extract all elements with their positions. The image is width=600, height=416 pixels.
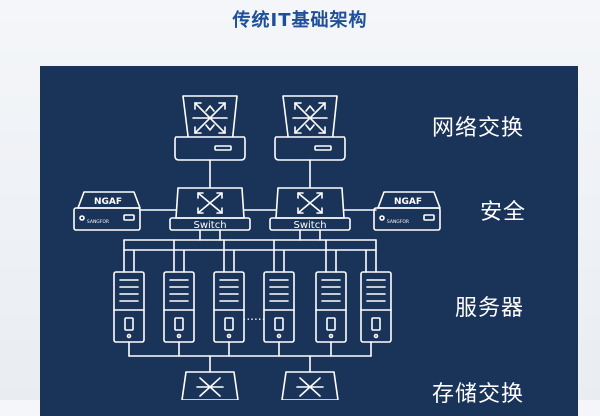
architecture-panel xyxy=(40,66,578,416)
firewall-label: NGAF xyxy=(394,197,422,207)
switch-label: Switch xyxy=(293,220,326,231)
uplink-line xyxy=(209,159,311,189)
firewall-icon xyxy=(373,191,441,231)
switch-label: Switch xyxy=(193,220,226,231)
layer-label-security: 安全 xyxy=(480,200,527,225)
architecture-diagram: Switch Switch NGAF SANGFOR NGAF SANGFOR … xyxy=(73,95,441,400)
firewall-icon xyxy=(73,191,141,231)
storage-switch-icon xyxy=(281,371,339,400)
access-switch-icon xyxy=(269,187,351,231)
firewall-brand: SANGFOR xyxy=(387,219,409,225)
core-switch-icon xyxy=(274,95,346,161)
layer-label-network: 网络交换 xyxy=(432,116,525,141)
page-title: 传统IT基础架构 xyxy=(232,10,368,31)
server-ellipsis: ...... xyxy=(243,309,266,323)
server-rack-icon xyxy=(263,271,295,343)
storage-switch-icon xyxy=(181,371,239,400)
server-bus-lines xyxy=(123,229,377,273)
storage-bus-lines xyxy=(128,341,372,373)
server-rack-icon xyxy=(163,271,195,343)
layer-label-servers: 服务器 xyxy=(455,296,525,321)
layer-label-storage: 存储交换 xyxy=(432,382,525,407)
server-rack-icon xyxy=(213,271,245,343)
firewall-brand: SANGFOR xyxy=(87,219,109,225)
server-rack-icon xyxy=(360,271,392,343)
access-switch-icon xyxy=(169,187,251,231)
core-switch-icon xyxy=(174,95,246,161)
server-rack-icon xyxy=(315,271,347,343)
server-rack-icon xyxy=(113,271,145,343)
server-group xyxy=(113,271,392,343)
firewall-label: NGAF xyxy=(94,197,122,207)
